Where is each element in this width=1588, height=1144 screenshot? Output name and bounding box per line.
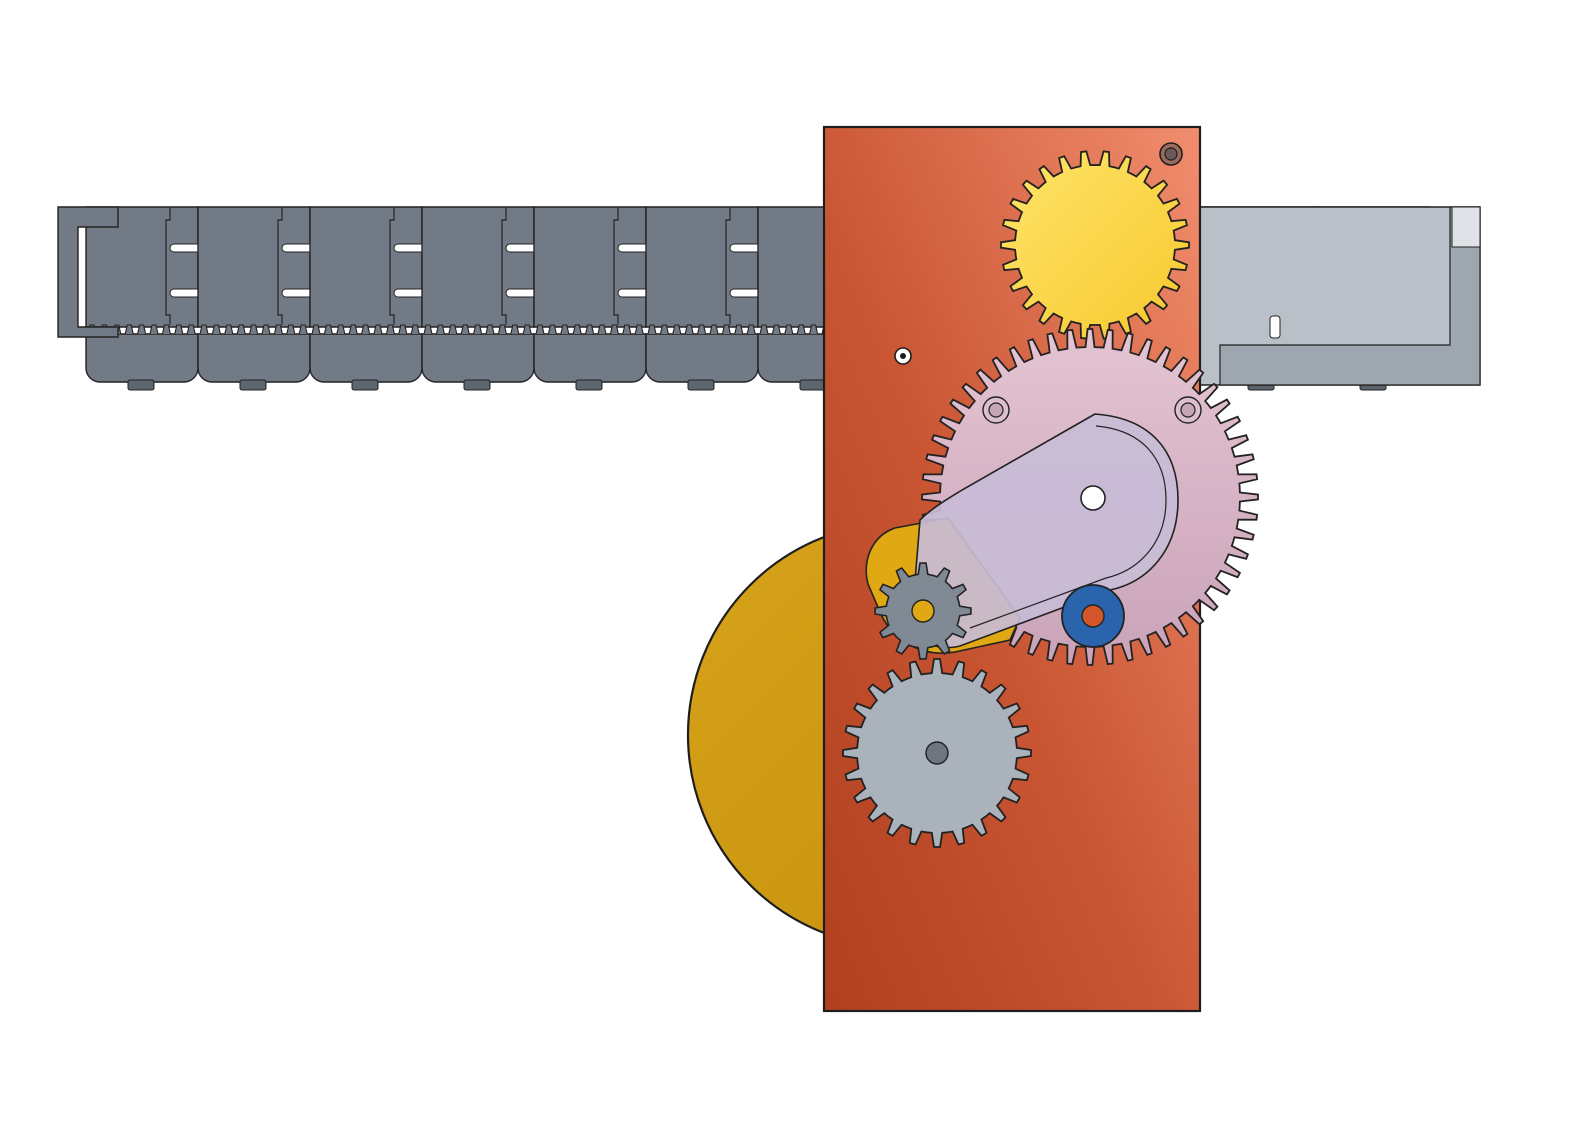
rack-nut <box>575 379 603 391</box>
rack-segment <box>197 206 327 391</box>
rack-end-highlight <box>1451 206 1481 248</box>
rack-segment-body <box>197 206 311 328</box>
gear-bolt-hole <box>1180 402 1196 418</box>
bearing-core <box>1081 604 1105 628</box>
rack-joint <box>389 208 395 325</box>
rack-segment-foot <box>421 333 535 383</box>
rack-nut <box>351 379 379 391</box>
rack-teeth <box>534 324 646 335</box>
yellow-gear[interactable] <box>1000 150 1190 340</box>
small-hole <box>894 347 912 365</box>
rack-segment-body <box>645 206 759 328</box>
rack-teeth <box>646 324 758 335</box>
rack-segment-body <box>533 206 647 328</box>
rack-segment <box>533 206 663 391</box>
rack-segment-foot <box>85 333 199 383</box>
rack-rail[interactable] <box>57 206 1481 391</box>
rack-segment-body <box>309 206 423 328</box>
rack-joint <box>165 208 171 325</box>
rack-nut <box>687 379 715 391</box>
rack-end-slot <box>1269 315 1281 339</box>
corner-bolt <box>1159 142 1183 166</box>
rack-segment-foot <box>645 333 759 383</box>
rack-end-left <box>57 206 119 338</box>
pinion-hub <box>911 599 935 623</box>
rack-segment <box>85 206 215 391</box>
rack-segment <box>421 206 551 391</box>
gear-bolt-hole <box>988 402 1004 418</box>
rack-teeth <box>422 324 534 335</box>
rack-teeth <box>198 324 310 335</box>
rack-nut <box>127 379 155 391</box>
rack-segment-foot <box>197 333 311 383</box>
rack-segment-body <box>421 206 535 328</box>
rack-segment-foot <box>309 333 423 383</box>
arm-pivot-hole <box>1080 485 1106 511</box>
rack-joint <box>501 208 507 325</box>
rack-nut <box>239 379 267 391</box>
lavender-link-arm[interactable] <box>911 413 1179 649</box>
rack-segment <box>309 206 439 391</box>
gear-train <box>842 150 1259 848</box>
rack-joint <box>613 208 619 325</box>
gray-gear-hub <box>925 741 949 765</box>
rack-segment-foot <box>533 333 647 383</box>
rack-segment <box>645 206 775 391</box>
rack-joint <box>277 208 283 325</box>
rack-nut <box>799 379 827 391</box>
arm-inner-outline <box>969 425 1167 629</box>
rack-joint <box>725 208 731 325</box>
rack-nut <box>463 379 491 391</box>
rack-teeth <box>310 324 422 335</box>
